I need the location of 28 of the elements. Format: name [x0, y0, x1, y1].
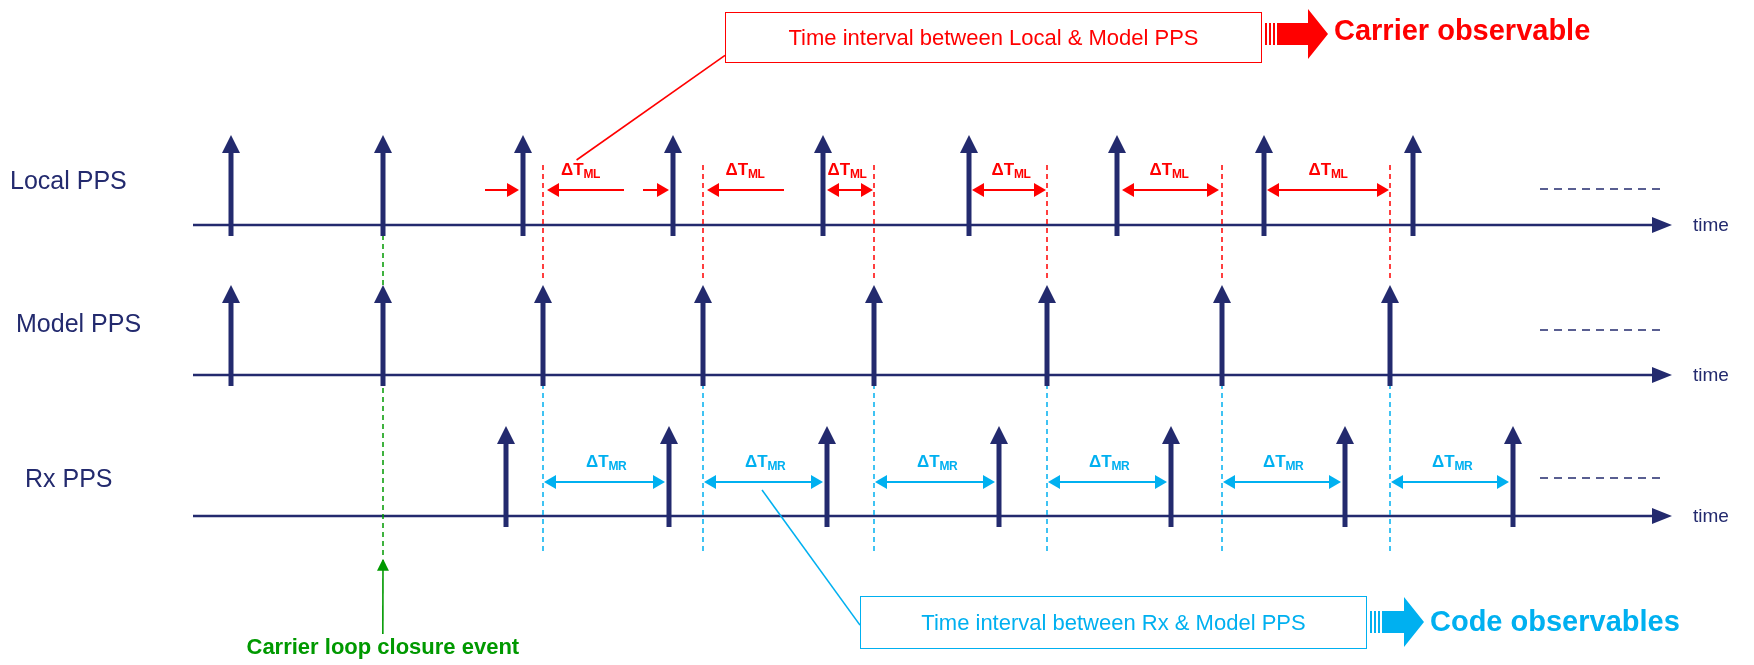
interval-label: ΔT$_{MR}$ — [1432, 452, 1473, 473]
row-label: Local PPS — [10, 166, 127, 195]
interval-label: ΔT$_{MR}$ — [1089, 452, 1130, 473]
leader-line — [575, 54, 726, 161]
leader-line — [761, 489, 861, 626]
result-label: Code observables — [1424, 605, 1680, 638]
axis-label: time — [1693, 505, 1729, 527]
row-label: Rx PPS — [25, 464, 113, 493]
interval-label: ΔT$_{MR}$ — [1263, 452, 1304, 473]
arrow — [376, 558, 389, 635]
interval-label: ΔT$_{ML}$ — [725, 160, 765, 181]
row-label: Model PPS — [16, 309, 142, 338]
axis-label: time — [1693, 214, 1729, 236]
interval-label: ΔT$_{ML}$ — [827, 160, 867, 181]
interval-label: ΔT$_{ML}$ — [1149, 160, 1189, 181]
interval-label: ΔT$_{ML}$ — [1308, 160, 1348, 181]
interval-label: ΔT$_{ML}$ — [561, 160, 600, 181]
event-label: Carrier loop closure event — [246, 634, 520, 660]
interval-label: ΔT$_{MR}$ — [917, 452, 958, 473]
callout-box: Time interval between Local & Model PPS — [725, 12, 1262, 63]
interval-label: ΔT$_{ML}$ — [991, 160, 1031, 181]
result-label: Carrier observable — [1328, 14, 1591, 47]
callout-box: Time interval between Rx & Model PPS — [860, 596, 1367, 649]
axis-label: time — [1693, 364, 1729, 386]
interval-label: ΔT$_{MR}$ — [586, 452, 627, 473]
interval-label: ΔT$_{MR}$ — [745, 452, 786, 473]
block-arrow — [1265, 9, 1328, 59]
block-arrow — [1370, 597, 1424, 647]
